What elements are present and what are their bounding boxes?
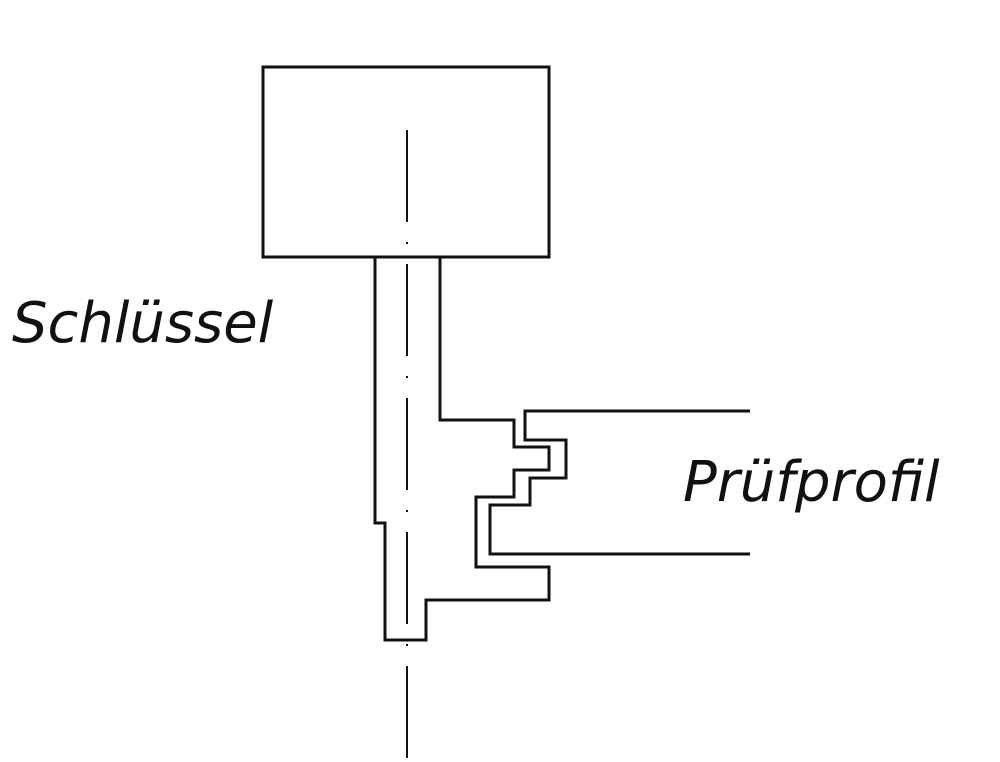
test-profile-label: Prüfprofil	[683, 450, 940, 515]
key-blade-outline	[373, 257, 551, 642]
key-head	[261, 65, 551, 259]
test-profile-outline	[488, 409, 750, 556]
key-label: Schlüssel	[12, 291, 274, 356]
